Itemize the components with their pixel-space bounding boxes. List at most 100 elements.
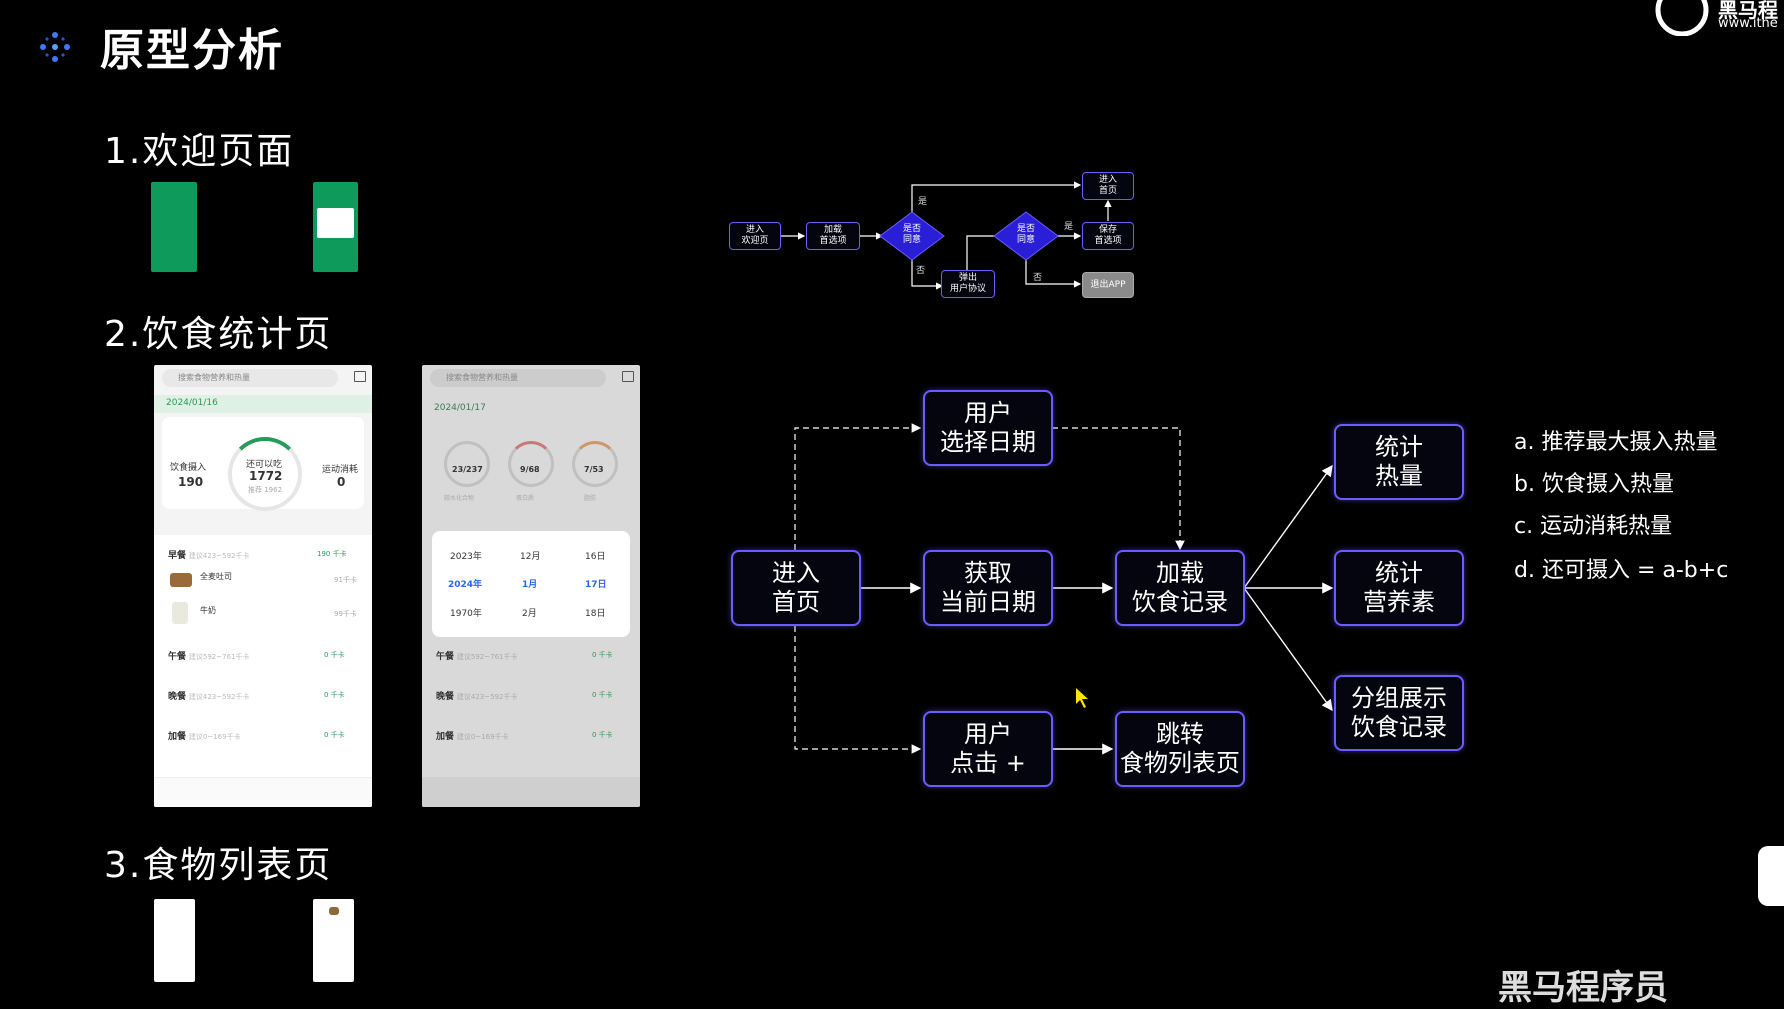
note-a: a. 推荐最大摄入热量 xyxy=(1514,430,1718,455)
logo-url: www.ithe xyxy=(1718,16,1778,31)
flow-no-label: 否 xyxy=(1033,273,1043,283)
remain-ring xyxy=(228,437,302,511)
mail-icon[interactable] xyxy=(354,371,366,382)
picker-year[interactable]: 1970年 xyxy=(450,609,482,619)
burn-value: 0 xyxy=(337,475,346,489)
flow-get-date: 获取 当前日期 xyxy=(923,550,1053,626)
decision-diamond xyxy=(879,211,945,261)
search-input[interactable]: 搜索食物营养和热量 xyxy=(430,369,606,387)
flow-load-pref: 加载 首选项 xyxy=(806,222,860,250)
picker-month[interactable]: 2月 xyxy=(522,609,537,619)
flow-jump-list: 跳转 食物列表页 xyxy=(1115,711,1245,787)
note-c: c. 运动消耗热量 xyxy=(1514,514,1673,539)
flow-yes-label: 是 xyxy=(1064,222,1074,232)
nutrient-ring xyxy=(572,441,618,487)
flow-group-show: 分组展示 饮食记录 xyxy=(1334,675,1464,751)
intake-label: 饮食摄入 xyxy=(170,463,207,473)
tab-bar[interactable] xyxy=(154,777,372,807)
meal-kcal: 0 千卡 xyxy=(592,731,613,739)
nutrient-label: 蛋白质 xyxy=(516,495,535,502)
burn-label: 运动消耗 xyxy=(322,465,359,475)
flow-save-pref: 保存 首选项 xyxy=(1082,222,1134,250)
picker-day[interactable]: 17日 xyxy=(585,580,607,590)
food-thumb xyxy=(172,602,188,624)
flow-enter-home: 进入 首页 xyxy=(1082,172,1134,200)
meal-kcal: 0 千卡 xyxy=(324,651,345,659)
food-name: 全麦吐司 xyxy=(200,572,232,581)
nutrient-ring xyxy=(444,441,490,487)
nutrient-value: 7/53 xyxy=(584,465,604,474)
foodlist-screenshot-1 xyxy=(154,899,195,982)
flow-yes-label: 是 xyxy=(918,197,928,207)
flow-exit-app: 退出APP xyxy=(1082,272,1134,298)
flow-load-records: 加载 饮食记录 xyxy=(1115,550,1245,626)
remain-sub: 推荐 1962 xyxy=(248,486,283,494)
foodlist-screenshot-2 xyxy=(313,899,354,982)
food-kcal: 91千卡 xyxy=(334,576,357,584)
food-thumb xyxy=(170,573,192,587)
remain-value: 1772 xyxy=(249,469,283,483)
flow-no-label: 否 xyxy=(916,266,926,276)
section-diet-label: 2.饮食统计页 xyxy=(104,314,333,355)
welcome-screenshot-2 xyxy=(313,182,358,272)
nutrient-value: 23/237 xyxy=(452,465,483,474)
nutrient-value: 9/68 xyxy=(520,465,540,474)
flow-stat-heat: 统计 热量 xyxy=(1334,424,1464,500)
brand-logo-icon xyxy=(1655,0,1709,36)
decision-diamond xyxy=(993,211,1059,261)
flow-click-plus: 用户 点击 + xyxy=(923,711,1053,787)
flow-enter-welcome: 进入 欢迎页 xyxy=(729,222,781,250)
diet-stats-screenshot-2: 搜索食物营养和热量 2024/01/17 23/237 碳水化合物 9/68 蛋… xyxy=(422,365,640,807)
meal-row[interactable]: 晚餐 建议423~592千卡 xyxy=(436,692,518,702)
diet-stats-screenshot-1: 搜索食物营养和热量 2024/01/16 饮食摄入 190 还可以吃 1772 … xyxy=(154,365,372,807)
meal-row[interactable]: 午餐 建议592~761千卡 xyxy=(168,652,250,662)
cursor-icon xyxy=(1076,688,1088,708)
picker-year[interactable]: 2023年 xyxy=(450,552,482,562)
flow-agree2: 是否 同意 xyxy=(1016,224,1035,245)
sparkle-icon xyxy=(40,32,70,62)
meal-kcal: 0 千卡 xyxy=(324,691,345,699)
flow-agree1: 是否 同意 xyxy=(902,224,921,245)
picker-year[interactable]: 2024年 xyxy=(448,580,483,590)
meal-kcal: 0 千卡 xyxy=(324,731,345,739)
nutrient-label: 碳水化合物 xyxy=(444,495,475,502)
meal-row[interactable]: 加餐 建议0~169千卡 xyxy=(168,732,241,742)
search-input[interactable]: 搜索食物营养和热量 xyxy=(162,369,338,387)
date-selector[interactable]: 2024/01/16 xyxy=(166,398,218,408)
flow-stat-nutrient: 统计 营养素 xyxy=(1334,550,1464,626)
date-selector[interactable]: 2024/01/17 xyxy=(434,403,486,413)
flow-popup-agreement: 弹出 用户协议 xyxy=(941,270,995,298)
side-widget-icon xyxy=(1758,846,1784,906)
section-welcome-label: 1.欢迎页面 xyxy=(104,131,295,172)
meal-kcal: 0 千卡 xyxy=(592,651,613,659)
remain-label: 还可以吃 xyxy=(246,460,283,470)
note-b: b. 饮食摄入热量 xyxy=(1514,472,1674,497)
picker-day[interactable]: 16日 xyxy=(585,552,606,562)
note-d: d. 还可摄入 = a-b+c xyxy=(1514,558,1729,583)
meal-kcal: 190 千卡 xyxy=(317,550,347,558)
picker-month[interactable]: 12月 xyxy=(520,552,541,562)
picker-month[interactable]: 1月 xyxy=(522,580,538,590)
food-name: 牛奶 xyxy=(200,606,216,615)
brand-watermark: 黑马程序员 xyxy=(1498,968,1668,1008)
tab-bar[interactable] xyxy=(422,777,640,807)
welcome-screenshot-1 xyxy=(151,182,197,272)
date-picker[interactable] xyxy=(432,531,630,637)
flow-enter-home-main: 进入 首页 xyxy=(731,550,861,626)
mail-icon[interactable] xyxy=(622,371,634,382)
page-title: 原型分析 xyxy=(100,25,284,76)
meal-row[interactable]: 早餐 建议423~592千卡 xyxy=(168,551,250,561)
intake-value: 190 xyxy=(178,475,204,489)
food-kcal: 99千卡 xyxy=(334,610,357,618)
logo-text: 黑马程 xyxy=(1718,0,1778,22)
section-foodlist-label: 3.食物列表页 xyxy=(104,845,333,886)
nutrient-ring xyxy=(508,441,554,487)
meal-row[interactable]: 午餐 建议592~761千卡 xyxy=(436,652,518,662)
flow-select-date: 用户 选择日期 xyxy=(923,390,1053,466)
meal-row[interactable]: 晚餐 建议423~592千卡 xyxy=(168,692,250,702)
nutrient-label: 脂肪 xyxy=(584,495,597,502)
meal-kcal: 0 千卡 xyxy=(592,691,613,699)
picker-day[interactable]: 18日 xyxy=(585,609,606,619)
meal-row[interactable]: 加餐 建议0~169千卡 xyxy=(436,732,509,742)
